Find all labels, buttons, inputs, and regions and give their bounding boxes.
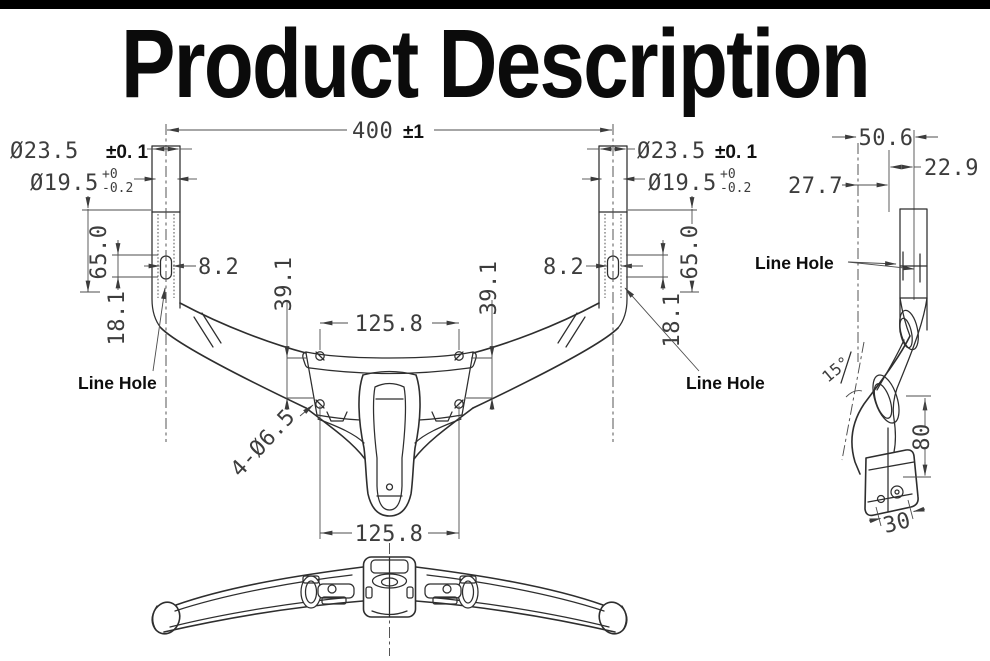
dim-bore-tol-up-right: +0 bbox=[720, 167, 736, 182]
side-view-dimensions: 50.6 22.9 27.7 15° 80 30 bbox=[755, 126, 979, 539]
dim-slot-width-right: 8.2 bbox=[543, 255, 584, 280]
side-stem-profile bbox=[851, 309, 919, 517]
line-hole-label-left: Line Hole bbox=[78, 373, 157, 393]
dim-bore-tol-dn-left: -0.2 bbox=[102, 181, 133, 196]
front-view-dimensions: 400 ±1 Ø23.5 ±0. 1 Ø23.5 ±0. 1 Ø19.5 +0 … bbox=[10, 119, 765, 547]
dim-bore-tol-up-left: +0 bbox=[102, 167, 118, 182]
stem-body bbox=[358, 370, 421, 517]
front-view-right-mirror bbox=[413, 123, 628, 460]
line-hole-label-right: Line Hole bbox=[686, 373, 765, 393]
top-divider-bar bbox=[0, 0, 990, 9]
dim-stem-angle: 15° bbox=[818, 352, 854, 386]
side-view-drawing: 50.6 22.9 27.7 15° 80 30 bbox=[755, 126, 979, 539]
dim-drop-length-left: 65.0 bbox=[87, 225, 112, 280]
dim-slot-length-right: 18.1 bbox=[660, 293, 685, 348]
dim-bore-tol-dn-right: -0.2 bbox=[720, 181, 751, 196]
line-hole-label-side: Line Hole bbox=[755, 253, 834, 273]
dim-overall-width: 400 bbox=[352, 119, 393, 144]
dim-bore-dia-right: Ø19.5 bbox=[648, 171, 717, 196]
side-drop-tube bbox=[899, 208, 928, 337]
bottom-view-right-mirror bbox=[415, 566, 632, 639]
dim-clamp-dia-left: Ø23.5 bbox=[10, 139, 79, 164]
dim-drop-height: 80 bbox=[910, 423, 935, 451]
dim-center-offset: 27.7 bbox=[788, 174, 843, 199]
dim-overall-width-tol: ±1 bbox=[403, 122, 424, 143]
bottom-view-drawing bbox=[151, 543, 632, 656]
page-title: Product Description bbox=[121, 9, 869, 118]
dim-hole-spacing-v-left: 39.1 bbox=[272, 257, 297, 312]
dim-bolt-holes: 4-Ø6.5 bbox=[226, 405, 301, 482]
dim-hole-spacing-v-right: 39.1 bbox=[477, 261, 502, 316]
dim-drop-length-right: 65.0 bbox=[678, 225, 703, 280]
dim-bore-dia-left: Ø19.5 bbox=[30, 171, 99, 196]
stem-faceplate bbox=[302, 351, 477, 375]
dim-clamp-width: 30 bbox=[881, 508, 914, 539]
bottom-view-stem-clamp bbox=[362, 556, 417, 618]
dim-tube-width: 22.9 bbox=[924, 156, 979, 181]
dim-hole-spacing-h-bottom: 125.8 bbox=[355, 522, 424, 547]
front-view-drawing bbox=[151, 123, 628, 517]
dim-clamp-dia-tol-right: ±0. 1 bbox=[715, 142, 758, 163]
dim-reach: 50.6 bbox=[859, 126, 914, 151]
dim-hole-spacing-h-top: 125.8 bbox=[355, 312, 424, 337]
dim-clamp-dia-right: Ø23.5 bbox=[637, 139, 706, 164]
dim-slot-width-left: 8.2 bbox=[198, 255, 239, 280]
dim-clamp-dia-tol-left: ±0. 1 bbox=[106, 142, 149, 163]
dim-slot-length-left: 18.1 bbox=[105, 291, 130, 346]
